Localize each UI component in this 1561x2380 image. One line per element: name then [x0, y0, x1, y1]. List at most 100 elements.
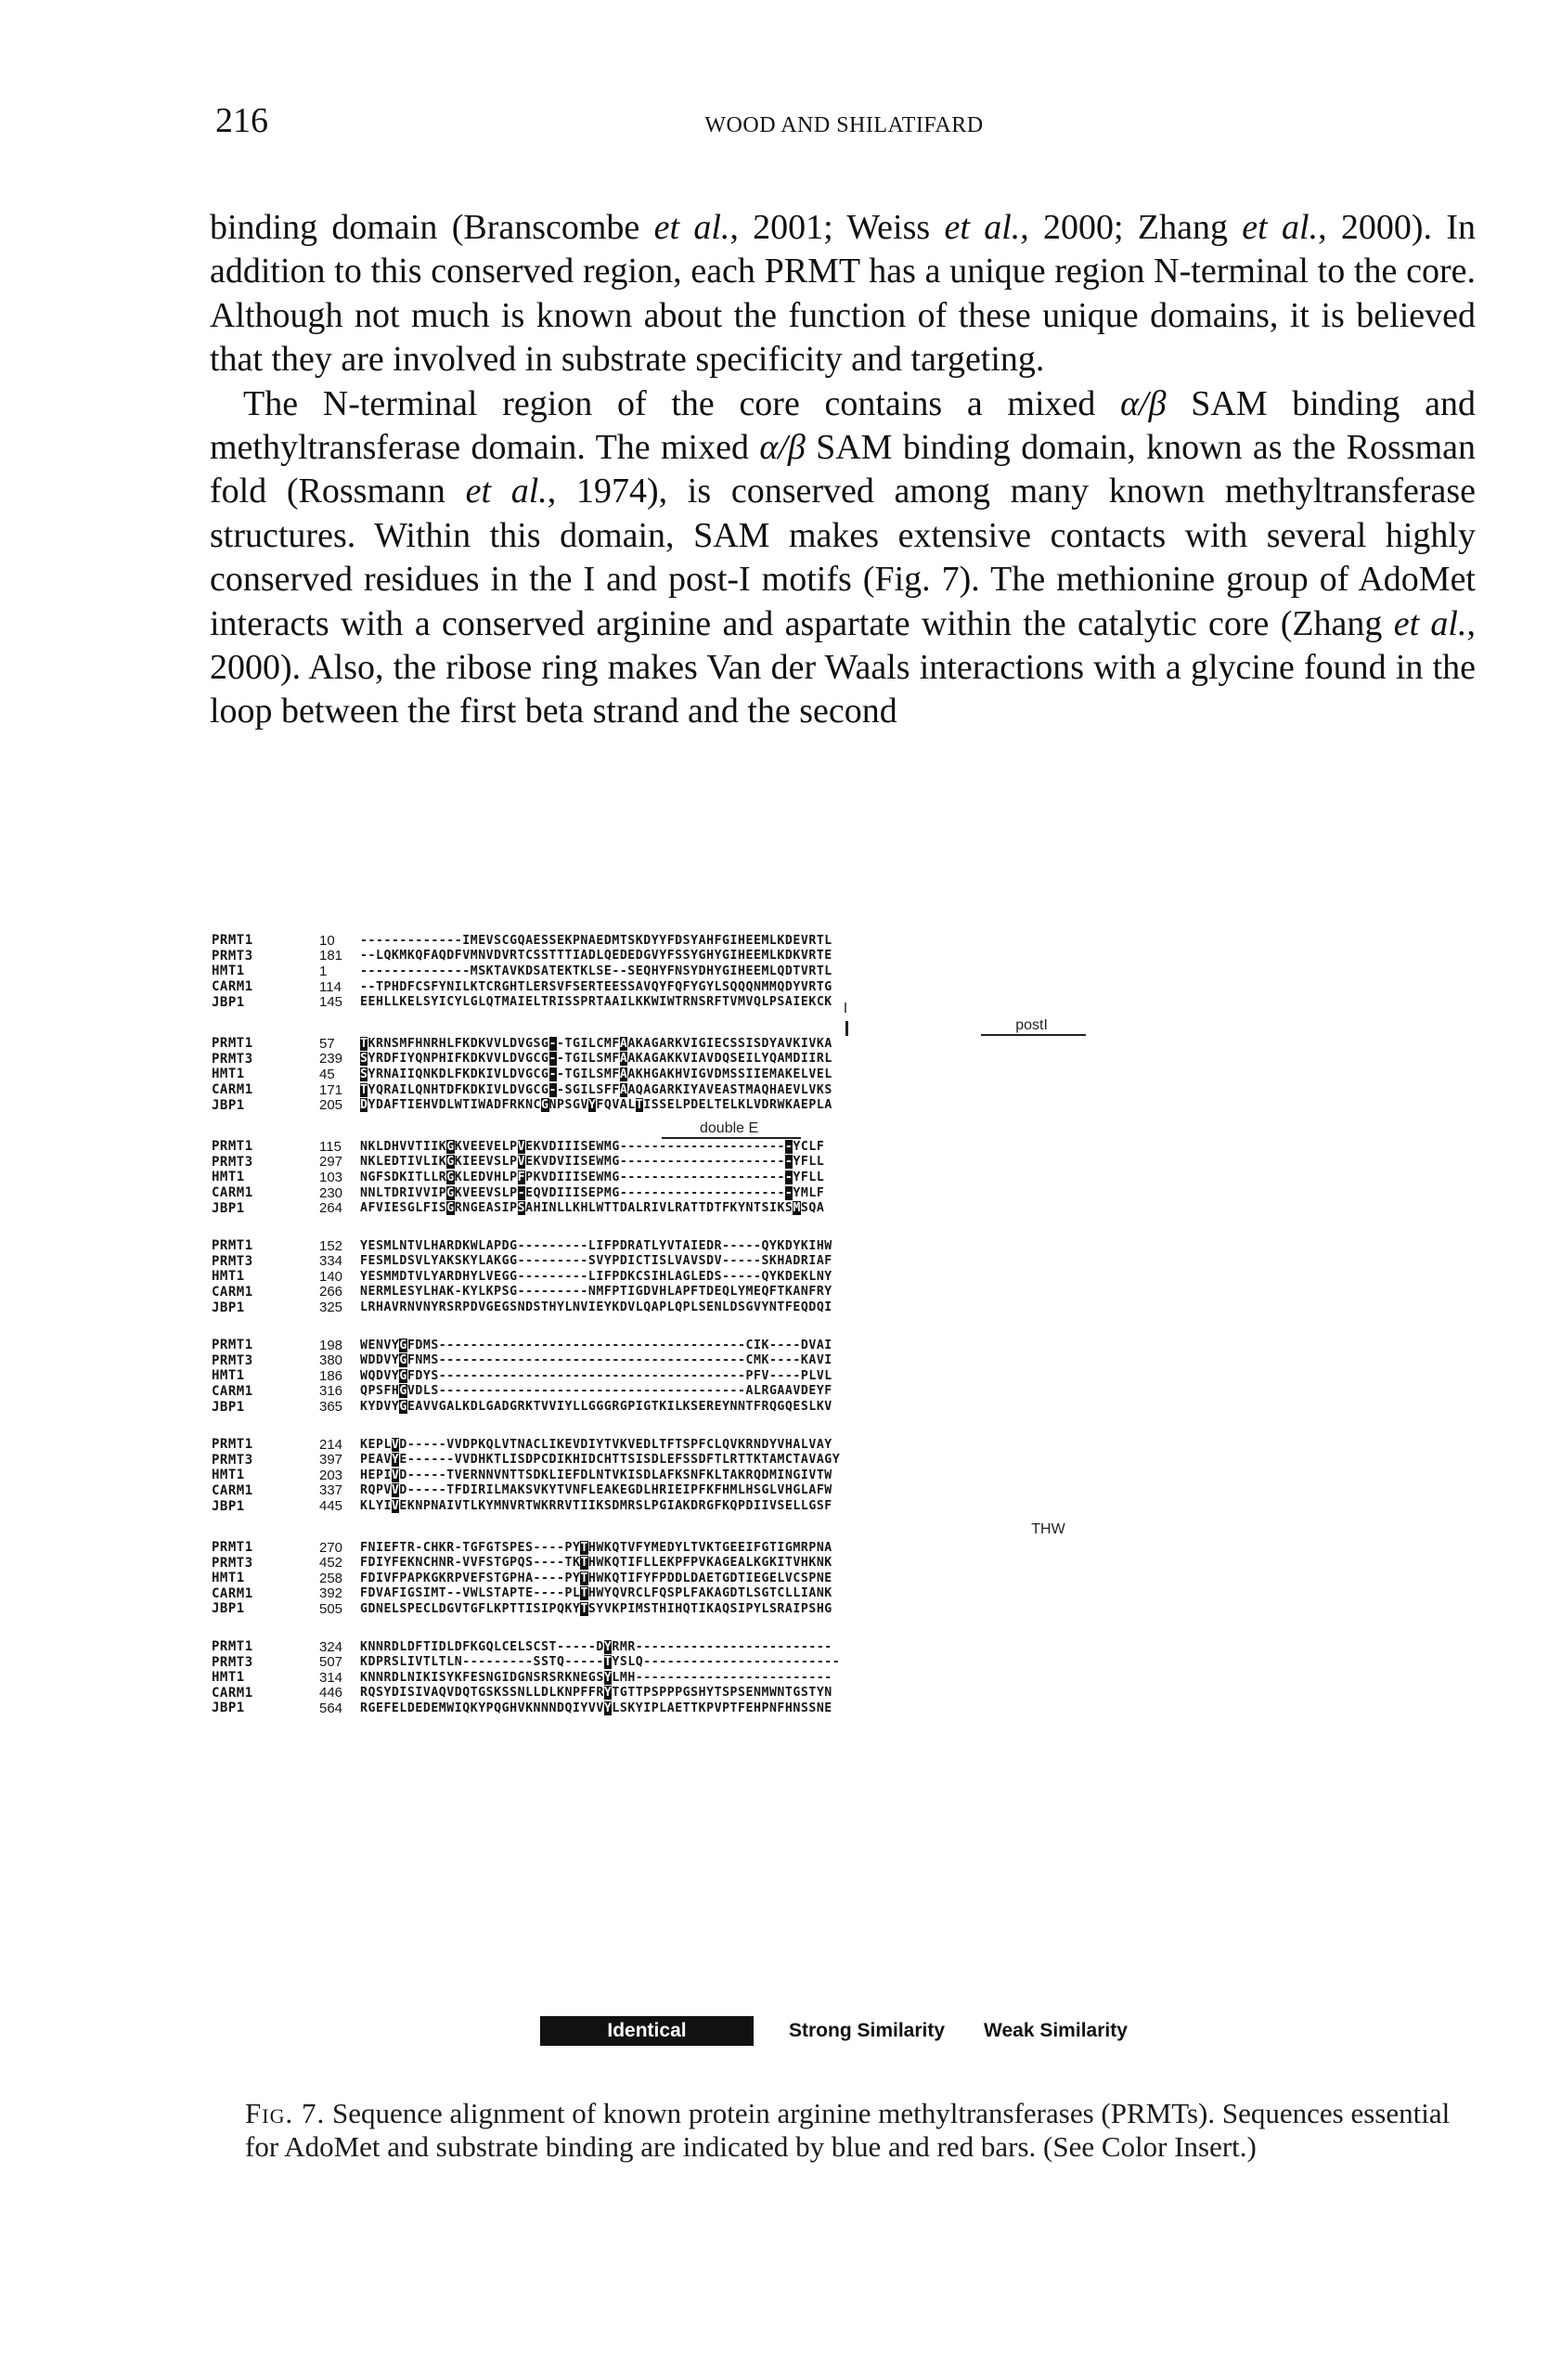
- identical-residue: T: [580, 1556, 588, 1571]
- protein-name: JBP1: [212, 1498, 245, 1514]
- protein-name: CARM1: [212, 1585, 253, 1601]
- residue-sequence: HEPIVD-----TVERNNVNTTSDKLIEFDLNTVKISDLAF…: [360, 1468, 832, 1482]
- identical-residue: -: [784, 1155, 793, 1170]
- residue-position: 446: [319, 1685, 343, 1701]
- residue-sequence: GDNELSPECLDGVTGFLKPTTISIPQKYTSYVKPIMSTHI…: [360, 1601, 832, 1616]
- residue-sequence: NNLTDRIVVIPGKVEEVSLP-EQVDIIISEPMG-------…: [360, 1185, 825, 1200]
- residue-sequence: NERMLESYLHAK-KYLKPSG---------NMFPTIGDVHL…: [360, 1285, 832, 1300]
- identical-residue: -: [517, 1185, 526, 1200]
- protein-name: PRMT3: [212, 1253, 253, 1269]
- protein-name: PRMT1: [212, 1639, 253, 1655]
- residue-position: 145: [319, 994, 343, 1011]
- block-spacer: [212, 1216, 1476, 1238]
- page-number: 216: [215, 101, 268, 140]
- residue-position: 452: [319, 1555, 343, 1572]
- residue-position: 45: [319, 1066, 335, 1082]
- protein-name: PRMT1: [212, 1139, 253, 1155]
- residue-position: 266: [319, 1284, 343, 1300]
- protein-name: PRMT1: [212, 1437, 253, 1453]
- identical-residue: F: [517, 1170, 526, 1184]
- identical-residue: D: [360, 1098, 368, 1113]
- identical-residue: -: [548, 1052, 557, 1067]
- identical-residue: G: [541, 1098, 549, 1113]
- protein-name: JBP1: [212, 1300, 245, 1315]
- identical-residue: G: [446, 1185, 455, 1200]
- residue-position: 337: [319, 1482, 343, 1499]
- residue-sequence: EEHLLKELSYICYLGLQTMAIELTRISSPRTAAILKKWIW…: [360, 995, 832, 1010]
- identical-residue: G: [399, 1368, 407, 1383]
- protein-name: PRMT3: [212, 1452, 253, 1468]
- identical-residue: V: [517, 1155, 526, 1170]
- protein-name: PRMT1: [212, 1238, 253, 1254]
- residue-sequence: PEAVYE------VVDHKTLISDPCDIKHIDCHTTSISDLE…: [360, 1453, 841, 1468]
- identical-residue: S: [517, 1201, 526, 1216]
- residue-position: 297: [319, 1154, 343, 1171]
- residue-position: 264: [319, 1200, 343, 1217]
- residue-position: 103: [319, 1169, 343, 1185]
- protein-name: PRMT3: [212, 1654, 253, 1670]
- residue-sequence: YESMLNTVLHARDKWLAPDG---------LIFPDRATLYV…: [360, 1238, 832, 1253]
- identical-residue: -: [784, 1170, 793, 1184]
- residue-sequence: FESMLDSVLYAKSKYLAKGG---------SVYPDICTISL…: [360, 1254, 832, 1269]
- block-spacer: [212, 1617, 1476, 1639]
- motif-label: I: [843, 1000, 848, 1016]
- identical-residue: Y: [603, 1670, 613, 1685]
- residue-sequence: NGFSDKITLLRGKLEDVHLPFPKVDIIISEWMG-------…: [360, 1170, 825, 1184]
- residue-sequence: RQPVVD-----TFDIRILMAKSVKYTVNFLEAKEGDLHRI…: [360, 1483, 832, 1498]
- residue-sequence: KEPLVD-----VVDPKQLVTNACLIKEVDIYTVKVEDLTF…: [360, 1437, 832, 1452]
- motif-tick: [845, 1020, 848, 1036]
- identical-residue: T: [580, 1586, 588, 1601]
- text-run: , 2001; Weiss: [729, 208, 945, 247]
- italic-text: α/β: [1120, 383, 1167, 423]
- identical-residue: S: [360, 1052, 368, 1067]
- residue-sequence: WENVYGFDMS------------------------------…: [360, 1338, 832, 1352]
- residue-position: 171: [319, 1081, 343, 1098]
- residue-position: 198: [319, 1337, 343, 1353]
- protein-name: PRMT1: [212, 933, 253, 949]
- identical-residue: -: [784, 1185, 793, 1200]
- italic-text: et al.: [653, 208, 730, 247]
- block-spacer: [212, 1415, 1476, 1437]
- residue-position: 230: [319, 1184, 343, 1201]
- protein-name: PRMT3: [212, 1555, 253, 1571]
- residue-position: 564: [319, 1700, 343, 1716]
- identical-residue: V: [391, 1499, 400, 1514]
- protein-name: HMT1: [212, 1571, 245, 1586]
- identical-residue: G: [399, 1353, 407, 1368]
- residue-position: 203: [319, 1467, 343, 1483]
- italic-text: α/β: [759, 428, 806, 468]
- residue-position: 57: [319, 1035, 335, 1052]
- motif-bar: [661, 1136, 802, 1139]
- identical-residue: Y: [587, 1098, 597, 1113]
- identical-residue: G: [399, 1400, 407, 1415]
- residue-position: 270: [319, 1539, 343, 1556]
- text-run: binding domain (Branscombe: [210, 208, 654, 247]
- residue-position: 152: [319, 1237, 343, 1254]
- residue-sequence: RGEFELDEDEMWIQKYPQGHVKNNNDQIYVVYLSKYIPLA…: [360, 1701, 832, 1715]
